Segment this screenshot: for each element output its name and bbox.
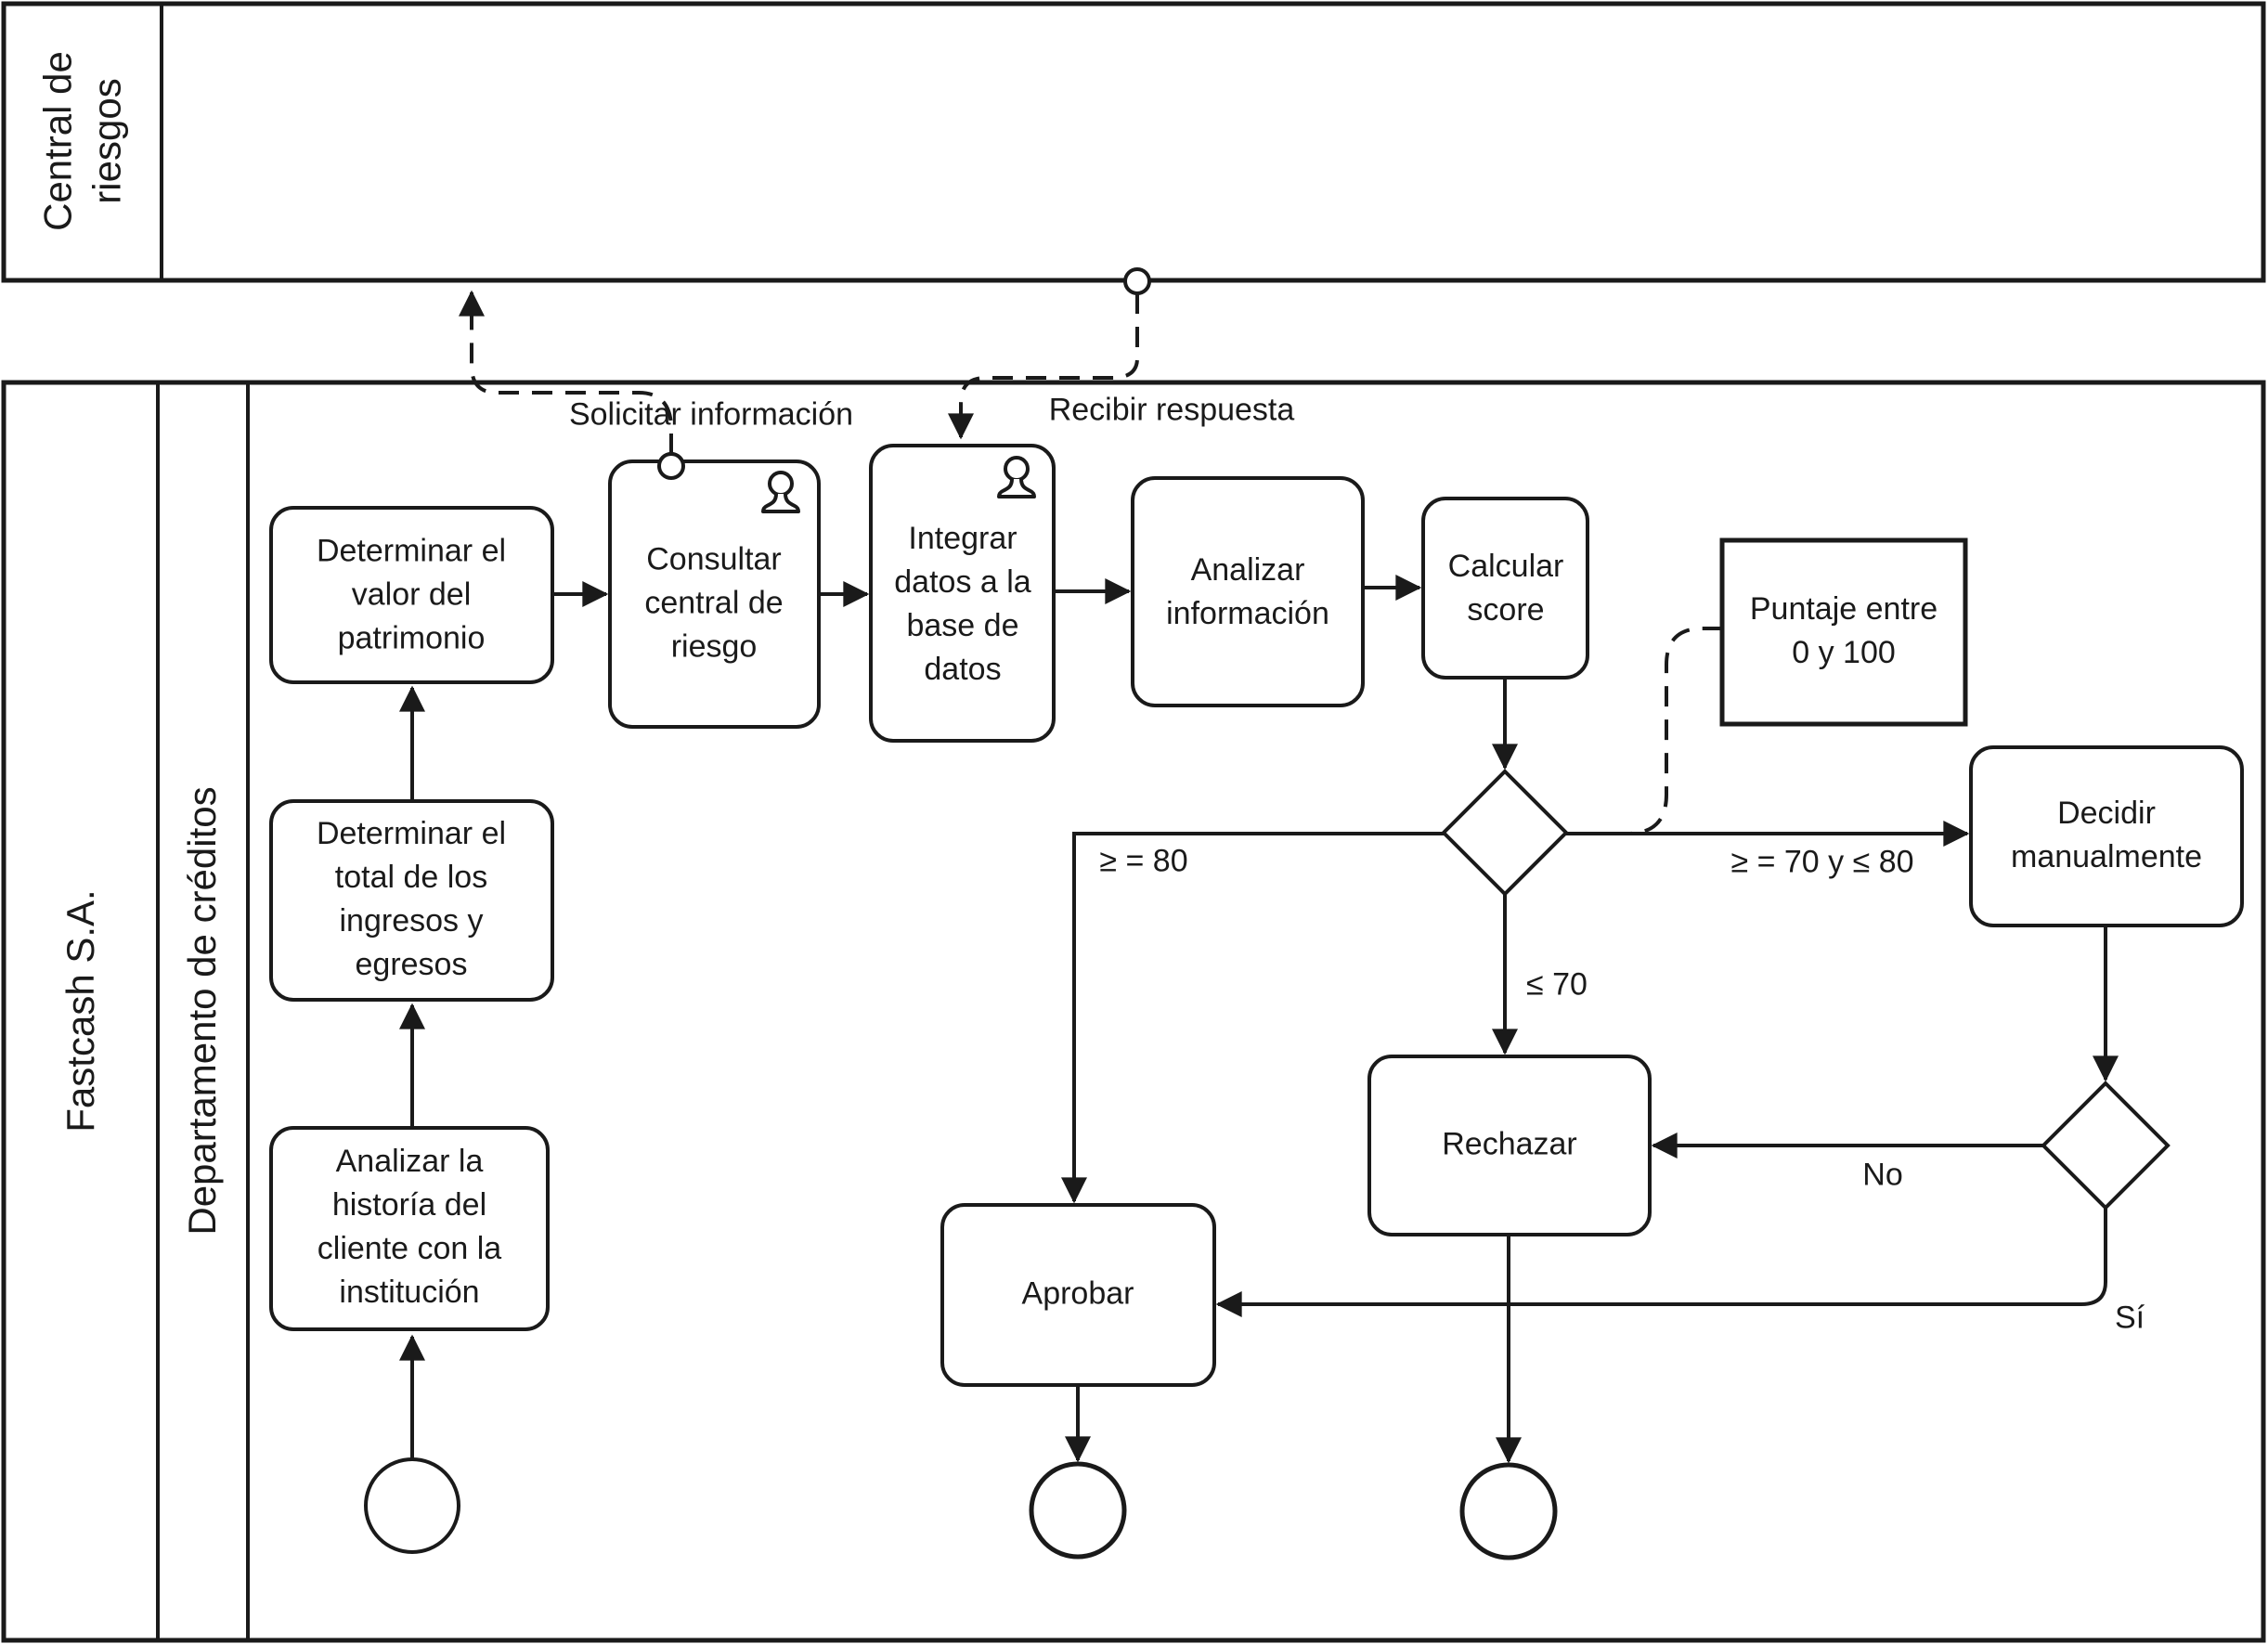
task-label-analizar-informacion: Analizar información — [1166, 552, 1329, 631]
task-determinar-valor-patrimonio — [269, 506, 554, 684]
task-label-aprobar: Aprobar — [1021, 1275, 1134, 1312]
task-label-integrar: Integrar datos a la base de datos — [894, 521, 1031, 687]
task-analizar-historia-cliente — [269, 1126, 550, 1331]
task-label-determinar-valor: Determinar el valor del patrimonio — [316, 533, 507, 656]
flow-label-ge80: ≥ = 80 — [1099, 843, 1188, 879]
pool-label-central-de-riesgos: Central de riesgos — [35, 51, 129, 231]
flow-gateway1-ge80-to-aprobar — [1061, 832, 1444, 1204]
task-label-calcular-score: Calcular score — [1447, 549, 1564, 628]
gateway-manual-decision — [2041, 1081, 2171, 1210]
task-aprobar — [940, 1203, 1216, 1387]
task-decidir-manualmente — [1969, 745, 2244, 927]
message-label-solicitar: Solicitar información — [568, 396, 854, 433]
task-label-determinar-total: Determinar el total de los ingresos y eg… — [316, 816, 507, 982]
gateway-score-decision — [1441, 769, 1569, 897]
flow-label-le70: ≤ 70 — [1526, 966, 1588, 1003]
message-flow-recibir-respuesta — [948, 293, 1139, 440]
message-label-recibir: Recibir respuesta — [1048, 392, 1295, 428]
flow-label-between: ≥ = 70 y ≤ 80 — [1730, 844, 1914, 880]
task-label-analizar-historia: Analizar la historía del cliente con la … — [317, 1144, 502, 1310]
task-rechazar — [1367, 1055, 1652, 1236]
end-event-aprobar — [1029, 1461, 1127, 1560]
annotation-puntaje — [1719, 537, 1968, 727]
task-calcular-score — [1421, 497, 1589, 680]
start-event — [364, 1457, 460, 1554]
task-consultar-central-riesgo — [608, 460, 821, 729]
flow-label-no: No — [1862, 1157, 1903, 1193]
end-event-rechazar — [1459, 1462, 1558, 1560]
message-anchor-circle — [657, 452, 685, 480]
task-analizar-informacion — [1131, 476, 1365, 707]
pool-central-de-riesgos — [1, 1, 2266, 283]
task-integrar-datos — [869, 444, 1056, 743]
message-flow-solicitar-informacion — [459, 290, 673, 454]
task-label-consultar: Consultar central de riesgo — [644, 541, 784, 665]
task-determinar-total-ingresos — [269, 799, 554, 1002]
flow-label-si: Sí — [2114, 1300, 2145, 1336]
annotation-label-puntaje: Puntaje entre 0 y 100 — [1749, 591, 1938, 670]
task-label-rechazar: Rechazar — [1442, 1126, 1577, 1162]
lane-label-departamento-creditos: Departamento de créditos — [179, 786, 224, 1236]
pool-label-fastcash: Fastcash S.A. — [58, 889, 102, 1133]
task-label-decidir: Decidir manualmente — [2010, 796, 2203, 874]
annotation-connector — [1578, 627, 1722, 835]
message-anchor-circle — [1123, 267, 1151, 295]
flow-gateway2-si-to-aprobar — [1215, 1208, 2107, 1317]
